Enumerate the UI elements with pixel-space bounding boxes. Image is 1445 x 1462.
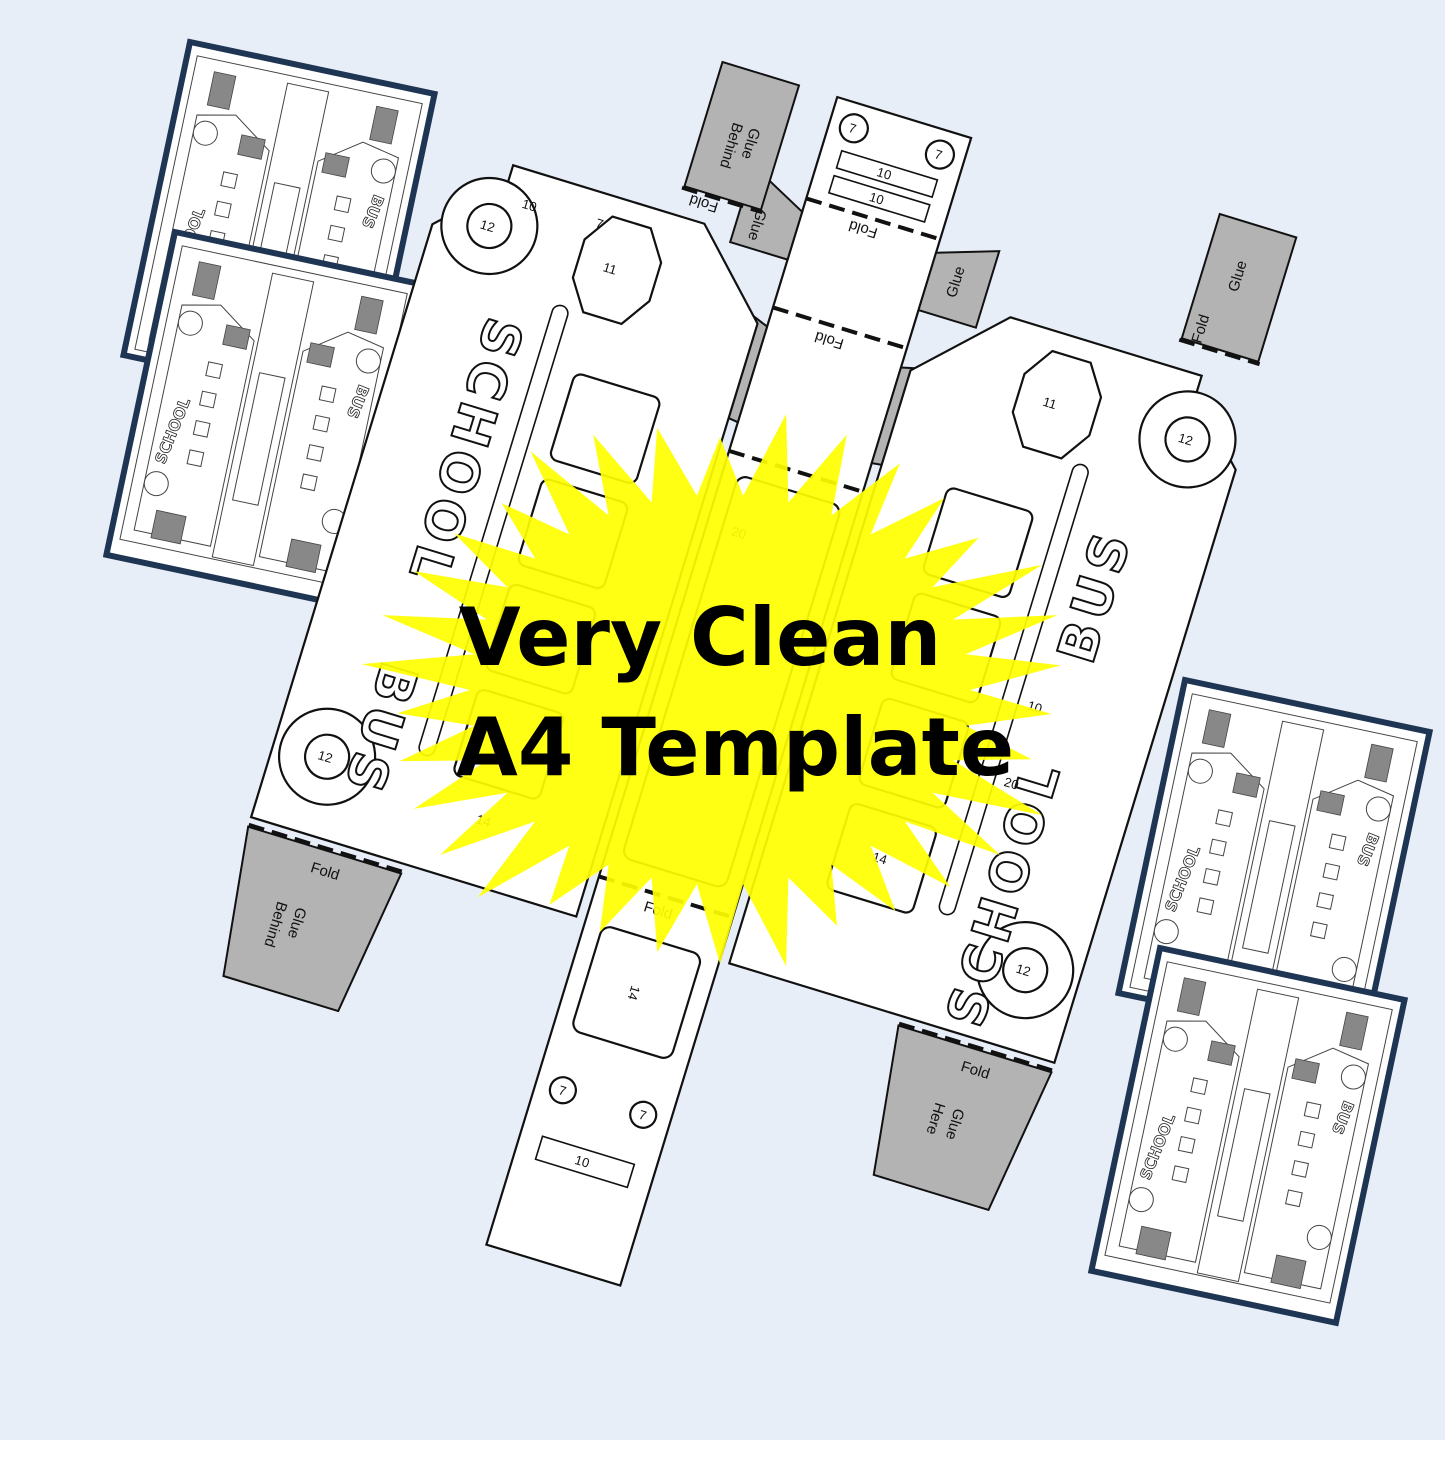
svg-text:7: 7 [594,215,605,231]
stop-sign-hand-icon [571,215,663,326]
svg-text:10: 10 [867,189,885,208]
svg-text:11: 11 [601,259,618,277]
svg-text:10: 10 [875,164,893,183]
svg-text:7: 7 [637,1107,648,1123]
headline-line-1: Very Clean [459,591,942,684]
svg-text:10: 10 [573,1152,591,1171]
svg-text:12: 12 [1177,430,1195,449]
svg-text:11: 11 [1041,394,1058,412]
svg-text:7: 7 [847,120,858,136]
svg-text:20: 20 [1002,774,1020,793]
headline-line-2: A4 Template [456,701,1014,794]
svg-text:12: 12 [316,747,334,766]
svg-text:12: 12 [1014,961,1032,980]
svg-text:7: 7 [557,1082,568,1098]
svg-text:12: 12 [478,217,496,236]
thumbnail-bottom-front [1087,944,1409,1327]
svg-text:14: 14 [625,984,644,1002]
svg-text:7: 7 [933,146,944,162]
svg-text:10: 10 [520,196,538,215]
starburst-badge [361,414,1061,966]
bus-template: 7 7 10 10 Fold Glue Glue Fold Glue Glue … [222,60,1298,1287]
